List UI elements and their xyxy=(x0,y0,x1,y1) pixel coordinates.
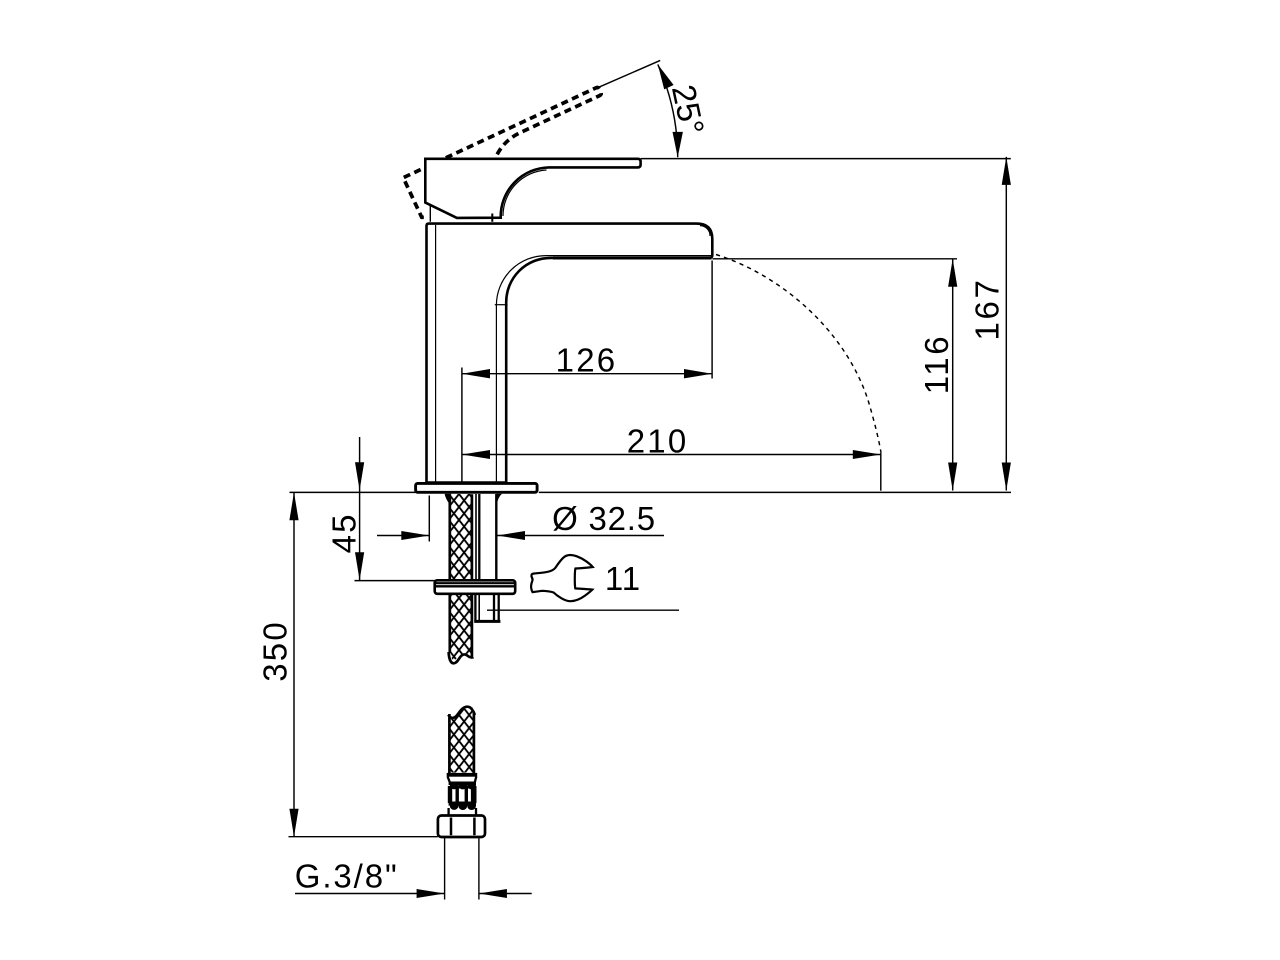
svg-text:G.3/8": G.3/8" xyxy=(295,858,399,895)
svg-text:126: 126 xyxy=(556,341,618,378)
svg-text:350: 350 xyxy=(257,620,294,682)
svg-text:45: 45 xyxy=(325,512,362,553)
svg-text:11: 11 xyxy=(605,560,641,597)
svg-text:Ø 32.5: Ø 32.5 xyxy=(552,500,656,537)
svg-text:210: 210 xyxy=(627,423,689,460)
svg-text:167: 167 xyxy=(968,278,1005,341)
svg-text:116: 116 xyxy=(918,334,955,394)
